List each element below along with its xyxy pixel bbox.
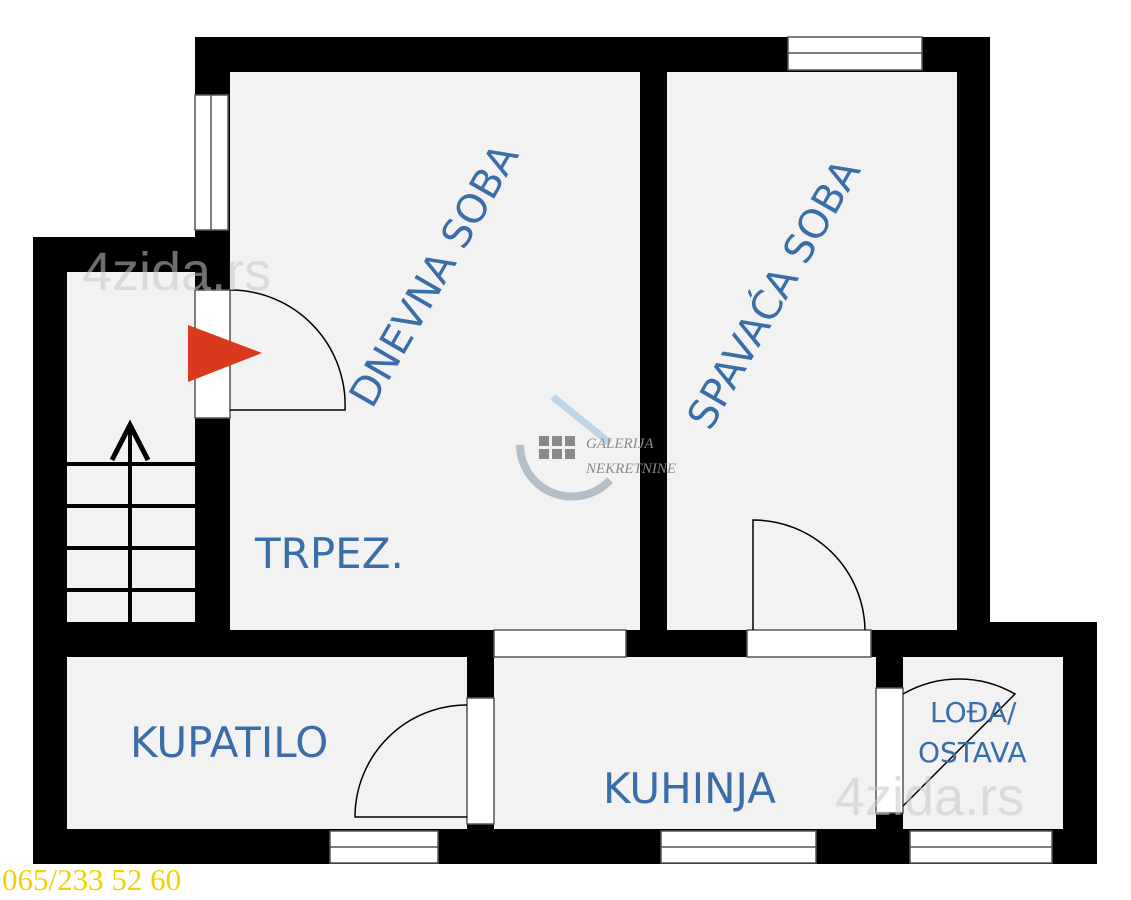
window-left: [194, 94, 229, 231]
watermark-right: 4zida.rs: [835, 767, 1024, 827]
label-kupatilo: KUPATILO: [130, 718, 328, 767]
window-kuhinja: [660, 830, 817, 864]
entrance-arrow-icon: [188, 325, 262, 382]
logo-line1: GALERIJA: [586, 436, 654, 452]
label-lodja-line2: OSTAVA: [918, 736, 1027, 769]
label-kuhinja: KUHINJA: [603, 764, 776, 813]
floor-kupatilo: [67, 657, 467, 829]
floor-kuhinja: [494, 657, 876, 829]
window-kupatilo: [329, 830, 439, 864]
stairs-up-arrow-icon: [109, 419, 151, 462]
door-spavaca: [746, 519, 872, 658]
door-dnevna-kuhinja: [493, 629, 627, 658]
galerija-nekretnine-logo: GALERIJA NEKRETNINE: [516, 394, 676, 501]
label-lodja-line1: LOĐA/: [930, 696, 1017, 729]
window-lodja: [909, 830, 1053, 864]
contact-phone: 065/233 52 60: [2, 862, 181, 897]
floor-lodja: [903, 657, 1063, 829]
windows: [194, 36, 1053, 864]
stairs: [67, 428, 195, 622]
logo-line2: NEKRETNINE: [585, 461, 676, 477]
label-trpez: TRPEZ.: [254, 529, 404, 578]
door-kupatilo: [354, 697, 495, 825]
floor-stair-landing: [67, 272, 195, 422]
floor-spavaca-soba: [667, 72, 957, 630]
floor-dnevna-soba: [230, 72, 640, 630]
window-top-right: [787, 36, 923, 71]
watermark-left: 4zida.rs: [82, 242, 271, 302]
door-lodja: [875, 678, 1017, 814]
